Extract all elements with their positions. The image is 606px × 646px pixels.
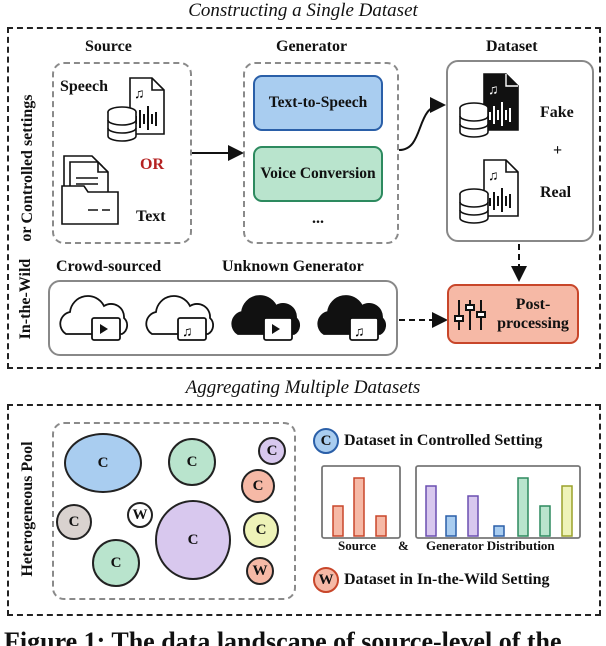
- source-bar-3: [375, 515, 387, 537]
- gen-bar-5: [517, 477, 529, 537]
- cloud-icons-row: ♫ ♫: [59, 295, 386, 341]
- cloud-video-icon: [59, 295, 128, 341]
- svg-text:♫: ♫: [354, 325, 365, 340]
- source-text-label: Text: [136, 208, 166, 225]
- wild-unknown-label: Unknown Generator: [222, 258, 364, 275]
- distribution-charts: [321, 465, 581, 539]
- pool-dataset-c-green: C: [168, 438, 216, 486]
- svg-text:♫: ♫: [488, 169, 499, 184]
- source-box: [52, 62, 192, 244]
- svg-text:♫: ♫: [134, 87, 145, 102]
- cloud-video-dark-icon: [231, 295, 300, 341]
- figure-caption: Figure 1: The data landscape of source-l…: [4, 627, 562, 646]
- svg-text:♫: ♫: [182, 325, 193, 340]
- pool-dataset-c-purple-large: C: [155, 500, 231, 580]
- gen-bar-4: [493, 525, 505, 537]
- pool-dataset-c-blue: C: [64, 433, 142, 493]
- dist-generator-label: Generator Distribution: [426, 538, 555, 553]
- source-bar-2: [353, 477, 365, 537]
- pool-dataset-w-red: W: [246, 557, 274, 585]
- source-speech-label: Speech: [60, 78, 108, 95]
- post-processing-label: Post-processing: [497, 296, 569, 332]
- gen-bar-3: [467, 495, 479, 537]
- sliders-icon: [454, 300, 486, 330]
- pool-dataset-w-white: W: [127, 502, 153, 528]
- svg-text:♫: ♫: [488, 83, 499, 98]
- aggregate-panel: [7, 404, 601, 616]
- dataset-plus: +: [553, 142, 563, 159]
- cloud-audio-icon: ♫: [145, 295, 214, 341]
- pool-dataset-c-red: C: [241, 469, 275, 503]
- fake-database-icon: ♫: [459, 73, 519, 138]
- section-title-construct: Constructing a Single Dataset: [188, 0, 418, 21]
- pool-box: [52, 422, 296, 600]
- dist-amp-label: &: [398, 538, 409, 553]
- pool-dataset-c-yellow: C: [243, 512, 279, 548]
- tts-generator: Text-to-Speech: [253, 75, 383, 131]
- source-or-label: OR: [140, 156, 164, 173]
- real-database-icon: ♫: [459, 159, 519, 224]
- pool-dataset-c-purple-small: C: [258, 437, 286, 465]
- gen-bar-2: [445, 515, 457, 537]
- generator-box: [243, 62, 399, 244]
- wild-crowd-label: Crowd-sourced: [56, 258, 162, 275]
- source-bar-1: [332, 505, 344, 537]
- dist-source-label: Source: [338, 538, 377, 553]
- legend-c-icon: C: [313, 428, 339, 454]
- pool-dataset-c-green-2: C: [92, 539, 140, 587]
- source-header: Source: [85, 38, 132, 55]
- generator-header: Generator: [276, 38, 348, 55]
- generator-dist-frame: [415, 465, 581, 539]
- gen-bar-7: [561, 485, 573, 537]
- text-documents-icon: [61, 155, 119, 225]
- generator-ellipsis: ...: [312, 210, 324, 227]
- dataset-fake-label: Fake: [540, 104, 574, 121]
- flow-arrows: [192, 97, 527, 328]
- arrow-generator-dataset: [398, 97, 446, 151]
- gen-bar-1: [425, 485, 437, 537]
- pool-dataset-c-gray: C: [56, 504, 92, 540]
- cloud-audio-dark-icon: ♫: [317, 295, 386, 341]
- speech-database-icon: ♫: [107, 77, 165, 142]
- dataset-header: Dataset: [486, 38, 538, 55]
- legend-w-label: Dataset in In-the-Wild Setting: [344, 571, 550, 588]
- section-title-aggregate: Aggregating Multiple Datasets: [185, 377, 421, 398]
- dataset-real-label: Real: [540, 184, 572, 201]
- vc-generator: Voice Conversion: [253, 146, 383, 202]
- legend-c-label: Dataset in Controlled Setting: [344, 432, 543, 449]
- gen-bar-6: [539, 505, 551, 537]
- side-label-pool: Heterogeneous Pool: [19, 441, 36, 577]
- construct-panel: [7, 27, 601, 369]
- legend-w-icon: W: [313, 567, 339, 593]
